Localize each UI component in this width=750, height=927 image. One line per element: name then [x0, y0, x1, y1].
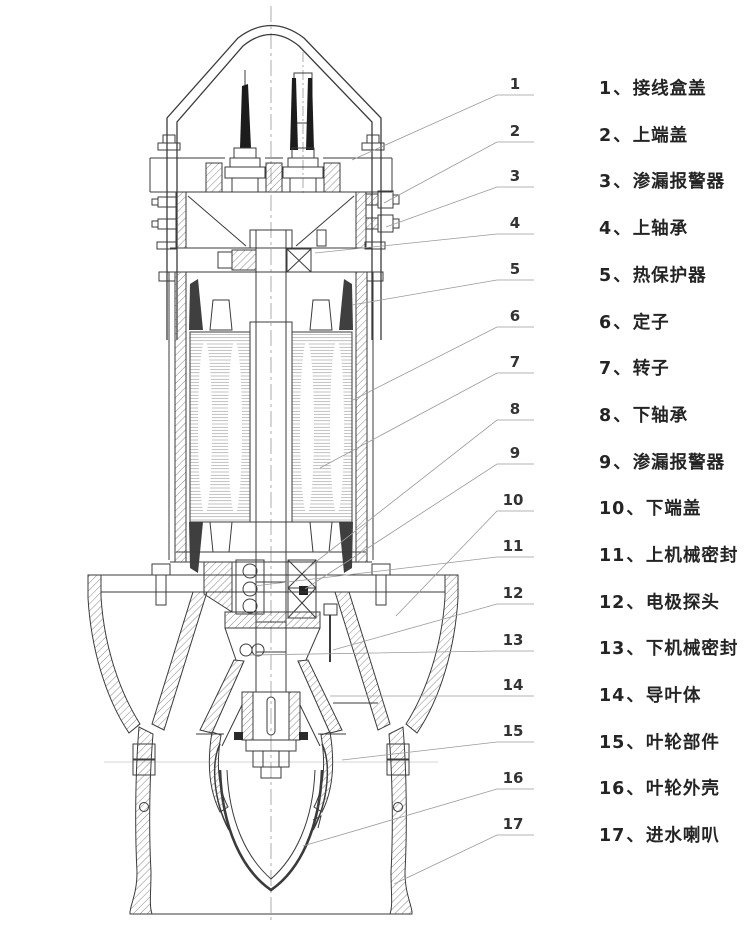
legend-item-10: 10、下端盖: [599, 499, 702, 519]
part-name: 进水喇叭: [645, 826, 720, 846]
impeller-assembly: [213, 691, 329, 892]
legend-item-8: 8、下轴承: [599, 406, 689, 426]
cable-gland-assembly: [224, 52, 324, 196]
junction-box-cover: [149, 134, 393, 193]
part-name: 叶轮部件: [645, 733, 720, 753]
lifting-handle: [166, 25, 382, 340]
cable-right-edge: [290, 78, 298, 150]
legend-item-15: 15、叶轮部件: [599, 733, 720, 753]
part-name: 电极探头: [645, 593, 720, 613]
junction-box-body: [151, 190, 400, 249]
callout-1: 1: [510, 75, 520, 93]
legend-item-9: 9、渗漏报警器: [599, 453, 726, 473]
cable-left: [240, 84, 251, 148]
legend-item-5: 5、热保护器: [599, 266, 707, 286]
callout-6: 6: [510, 307, 520, 325]
inlet-bell: [129, 726, 413, 915]
callout-5: 5: [510, 260, 520, 278]
rotor: [249, 321, 293, 523]
part-name: 上机械密封: [645, 546, 739, 566]
legend-item-14: 14、导叶体: [599, 686, 702, 706]
legend-item-4: 4、上轴承: [599, 219, 689, 239]
legend-item-12: 12、电极探头: [599, 593, 720, 613]
callout-10: 10: [503, 491, 524, 509]
part-name: 定子: [632, 313, 670, 333]
upper-bearing: [286, 248, 312, 273]
part-name: 渗漏报警器: [632, 172, 726, 192]
legend-item-2: 2、上端盖: [599, 126, 689, 146]
centerline: [104, 6, 438, 922]
stator-core: [189, 331, 353, 523]
legend-item-13: 13、下机械密封: [599, 639, 739, 659]
legend-item-11: 11、上机械密封: [599, 546, 739, 566]
callout-16: 16: [503, 769, 524, 787]
part-name: 下机械密封: [645, 639, 739, 659]
part-name: 上轴承: [632, 219, 689, 239]
callout-7: 7: [510, 353, 520, 371]
callout-15: 15: [503, 722, 524, 740]
impeller-shell: [208, 731, 334, 813]
part-name: 渗漏报警器: [632, 453, 726, 473]
leakage-alarm-sensor: [299, 586, 308, 595]
part-name: 导叶体: [645, 686, 702, 706]
part-name: 转子: [632, 359, 670, 379]
leakage-alarm-electrodes: [365, 190, 400, 233]
callout-9: 9: [510, 444, 520, 462]
part-name: 下轴承: [632, 406, 689, 426]
part-name: 上端盖: [632, 126, 689, 146]
legend-item-17: 17、进水喇叭: [599, 826, 720, 846]
motor-section: [168, 230, 374, 693]
legend-item-16: 16、叶轮外壳: [599, 779, 720, 799]
callout-13: 13: [503, 631, 524, 649]
callout-11: 11: [503, 537, 524, 555]
part-name: 下端盖: [645, 499, 702, 519]
legend-item-1: 1、接线盒盖: [599, 79, 707, 99]
guide-vane-body: [196, 659, 346, 735]
callout-4: 4: [510, 214, 520, 232]
legend-item-6: 6、定子: [599, 313, 670, 333]
discharge-casing: [87, 563, 459, 734]
callouts: 1 2 3 4 5 6 7 8 9 10 11 12 13 14 15 16 1…: [249, 75, 534, 885]
callout-numbers: 1 2 3 4 5 6 7 8 9 10 11 12 13 14 15 16 1…: [503, 75, 524, 833]
part-name: 叶轮外壳: [645, 779, 720, 799]
leader-lines: [249, 94, 534, 885]
callout-17: 17: [503, 815, 524, 833]
upper-end-cover: [156, 229, 386, 282]
callout-8: 8: [510, 400, 520, 418]
callout-2: 2: [510, 122, 520, 140]
callout-14: 14: [503, 676, 524, 694]
callout-12: 12: [503, 584, 524, 602]
legend-item-3: 3、渗漏报警器: [599, 172, 726, 192]
callout-3: 3: [510, 167, 520, 185]
electrode-probe: [323, 603, 338, 662]
part-name: 热保护器: [632, 266, 707, 286]
part-name: 接线盒盖: [632, 79, 707, 99]
legend-item-7: 7、转子: [599, 359, 670, 379]
lower-mechanical-seal: [239, 643, 265, 657]
